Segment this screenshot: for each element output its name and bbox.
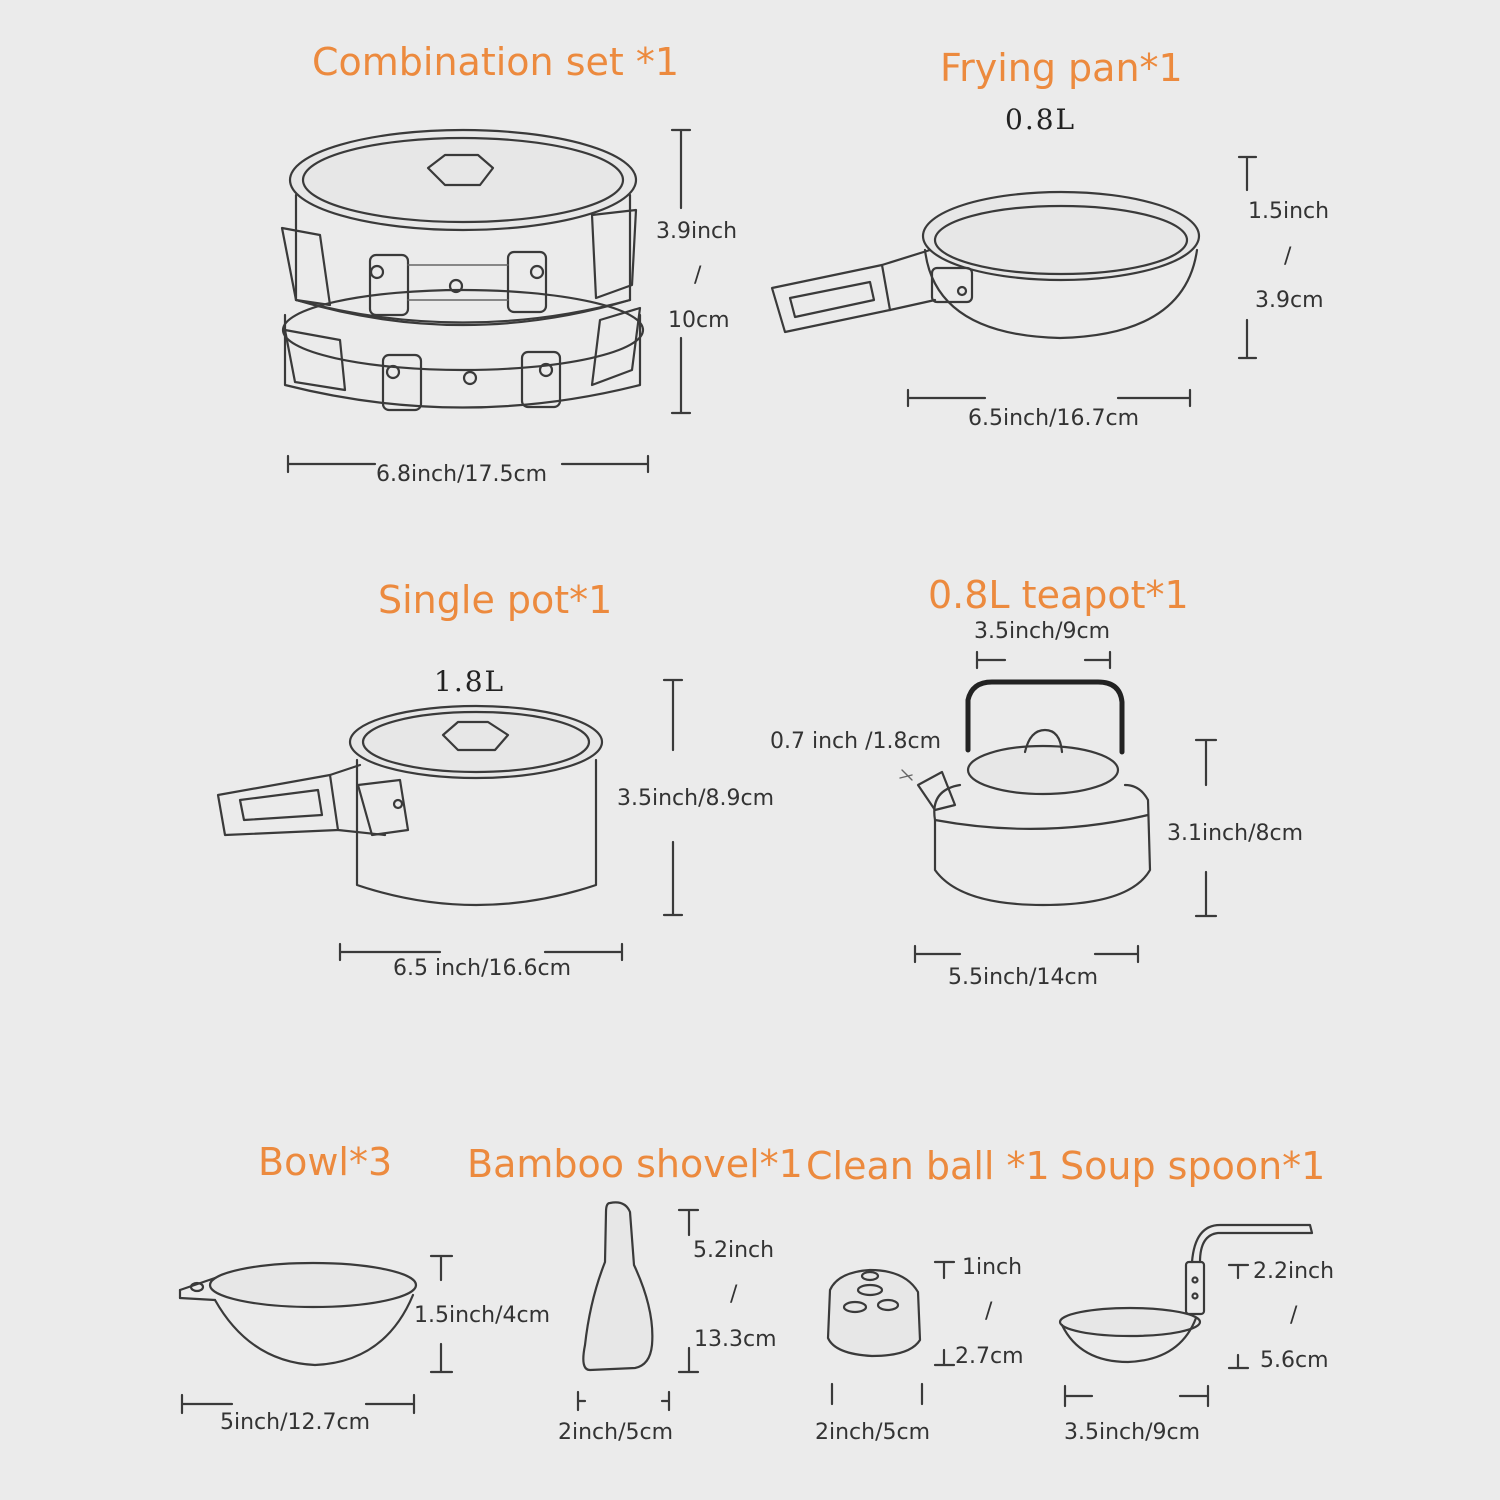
frying-pan-capacity: 0.8L	[1005, 103, 1077, 136]
shovel-height-cm: 13.3cm	[694, 1327, 777, 1352]
shovel-drawing	[582, 1201, 654, 1372]
frying-pan-height-cm: 3.9cm	[1255, 288, 1324, 313]
combination-width: 6.8inch/17.5cm	[376, 462, 548, 487]
combination-height-cm: 10cm	[668, 308, 730, 333]
frying-pan-height-inch: 1.5inch	[1248, 199, 1330, 224]
frying-pan-height-separator: /	[1284, 244, 1292, 269]
soup-spoon-drawing	[1058, 1223, 1314, 1364]
clean-ball-height-cm: 2.7cm	[955, 1344, 1024, 1369]
shovel-height-inch: 5.2inch	[693, 1238, 775, 1263]
teapot-title: 0.8L teapot*1	[928, 573, 1189, 617]
combination-height-inch: 3.9inch	[656, 219, 738, 244]
single-pot-height: 3.5inch/8.9cm	[617, 786, 775, 811]
clean-ball-height-inch: 1inch	[962, 1255, 1023, 1280]
frying-pan-title: Frying pan*1	[940, 46, 1183, 90]
combination-set-title: Combination set *1	[312, 40, 680, 84]
teapot-width: 5.5inch/14cm	[948, 965, 1099, 990]
shovel-height-separator: /	[730, 1282, 738, 1307]
combination-dimension-lines	[286, 128, 692, 474]
shovel-dimension-lines	[576, 1208, 700, 1412]
combination-set-drawing	[280, 128, 645, 412]
clean-ball-drawing	[826, 1268, 922, 1358]
frying-pan-drawing	[770, 190, 1201, 340]
soup-spoon-title: Soup spoon*1	[1060, 1144, 1326, 1188]
soup-spoon-height-separator: /	[1290, 1303, 1298, 1328]
bowl-height: 1.5inch/4cm	[414, 1303, 551, 1328]
soup-spoon-width: 3.5inch/9cm	[1064, 1420, 1201, 1445]
clean-ball-width: 2inch/5cm	[815, 1420, 931, 1445]
clean-ball-height-separator: /	[985, 1299, 993, 1324]
teapot-spout: 0.7 inch /1.8cm	[770, 729, 941, 754]
bowl-width: 5inch/12.7cm	[220, 1410, 371, 1435]
combination-height-separator: /	[694, 263, 702, 288]
bowl-title: Bowl*3	[258, 1140, 393, 1184]
shovel-title: Bamboo shovel*1	[467, 1142, 803, 1186]
single-pot-capacity: 1.8L	[434, 665, 506, 698]
single-pot-dimension-lines	[338, 678, 684, 962]
soup-spoon-height-cm: 5.6cm	[1260, 1348, 1329, 1373]
shovel-width: 2inch/5cm	[558, 1420, 674, 1445]
bowl-dimension-lines	[180, 1254, 454, 1415]
frying-pan-dimension-lines	[906, 155, 1258, 408]
teapot-top-width: 3.5inch/9cm	[974, 619, 1111, 644]
teapot-drawing	[899, 679, 1152, 907]
teapot-dimension-lines	[913, 650, 1218, 964]
frying-pan-width: 6.5inch/16.7cm	[968, 406, 1140, 431]
single-pot-width: 6.5 inch/16.6cm	[393, 956, 571, 981]
clean-ball-dimension-lines	[830, 1260, 956, 1406]
soup-spoon-height-inch: 2.2inch	[1253, 1259, 1335, 1284]
soup-spoon-dimension-lines	[1063, 1263, 1250, 1408]
single-pot-drawing	[216, 704, 604, 907]
clean-ball-title: Clean ball *1	[806, 1144, 1050, 1188]
bowl-drawing	[178, 1261, 418, 1367]
teapot-height: 3.1inch/8cm	[1167, 821, 1304, 846]
single-pot-title: Single pot*1	[378, 578, 613, 622]
